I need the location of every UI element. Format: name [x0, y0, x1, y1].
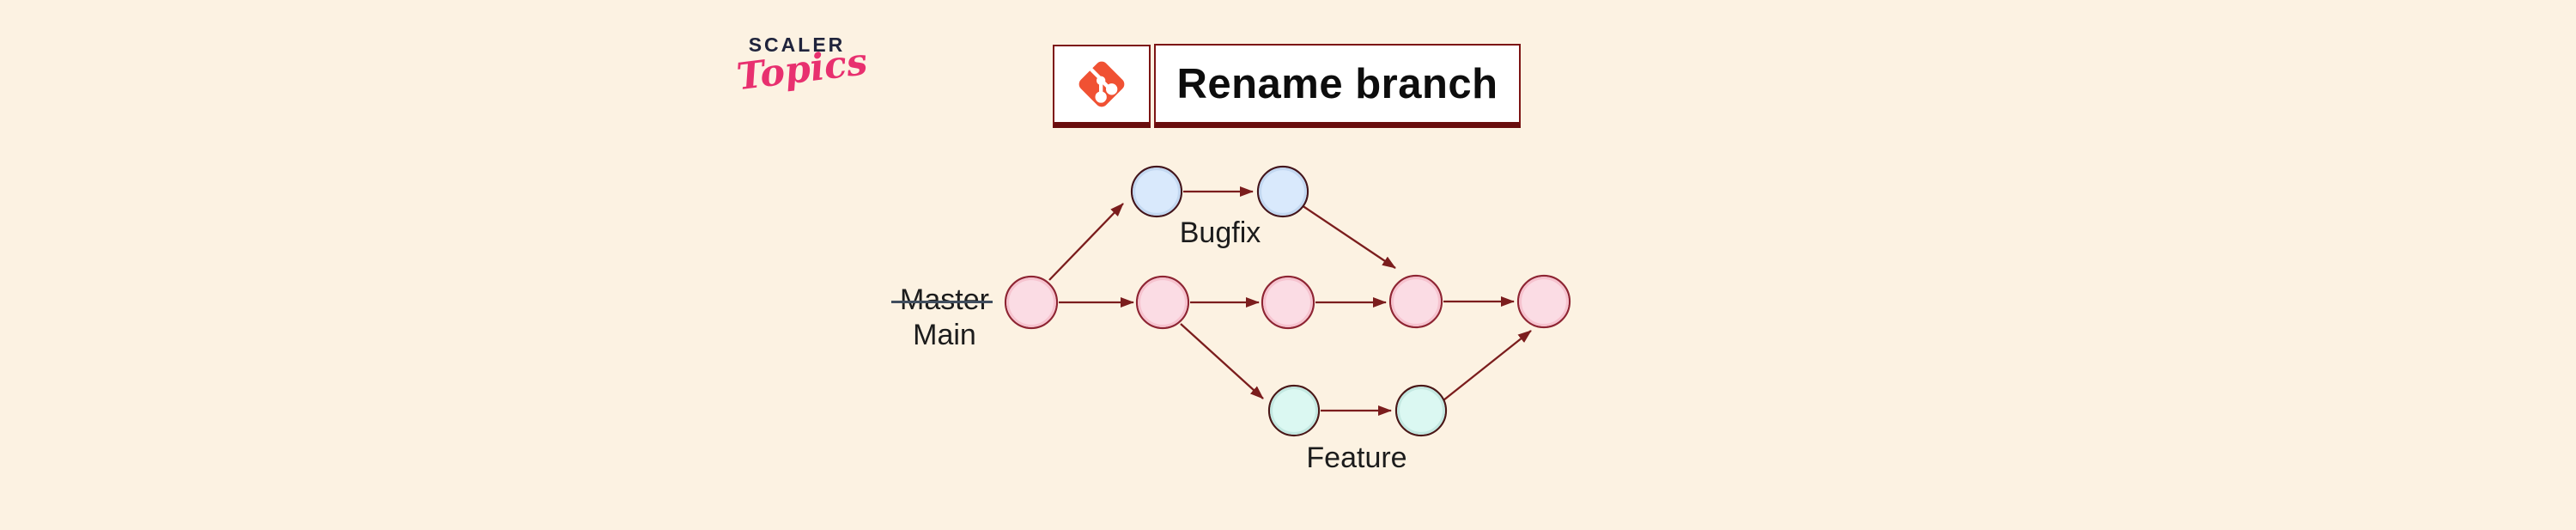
- page-title: Rename branch: [1176, 60, 1498, 107]
- commit-feature-1: [1267, 384, 1321, 437]
- old-branch-label: Master: [878, 283, 1012, 317]
- edge-merge-feature: [1443, 330, 1532, 401]
- commit-bugfix-2: [1256, 165, 1309, 218]
- commit-bugfix-1-rim: [1133, 168, 1181, 216]
- edge-branch-to-feature: [1180, 323, 1264, 399]
- commit-main-5: [1516, 274, 1571, 329]
- nodes-layer: [1004, 165, 1571, 437]
- commit-feature-2-rim: [1397, 387, 1445, 435]
- edges-layer: [1048, 186, 1532, 416]
- new-branch-label: Main: [913, 319, 976, 351]
- commit-bugfix-2-rim: [1259, 168, 1307, 216]
- commit-feature-2: [1394, 384, 1448, 437]
- git-icon: [1078, 61, 1125, 107]
- old-branch-text: Master: [900, 283, 989, 316]
- feature-branch-label: Feature: [1306, 442, 1407, 474]
- commit-main-4: [1388, 274, 1443, 329]
- commit-feature-1-rim: [1270, 387, 1318, 435]
- commit-main-3: [1261, 275, 1315, 330]
- commit-main-1-rim: [1006, 277, 1056, 327]
- commit-main-2: [1135, 275, 1190, 330]
- edge-merge-bugfix: [1301, 204, 1396, 269]
- commit-main-4-rim: [1391, 277, 1441, 326]
- logo-brand-text: SCALER: [748, 34, 846, 56]
- commit-main-3-rim: [1263, 277, 1313, 327]
- strikethrough-line: [891, 301, 993, 303]
- commit-main-1: [1004, 275, 1059, 330]
- edge-branch-to-bugfix: [1048, 203, 1124, 281]
- commit-main-2-rim: [1138, 277, 1188, 327]
- git-icon-box: [1053, 45, 1151, 128]
- scaler-topics-logo: SCALER Topics: [734, 34, 870, 99]
- commit-main-5-rim: [1519, 277, 1569, 326]
- bugfix-branch-label: Bugfix: [1179, 216, 1261, 249]
- title-box: Rename branch: [1154, 44, 1521, 128]
- commit-bugfix-1: [1130, 165, 1183, 218]
